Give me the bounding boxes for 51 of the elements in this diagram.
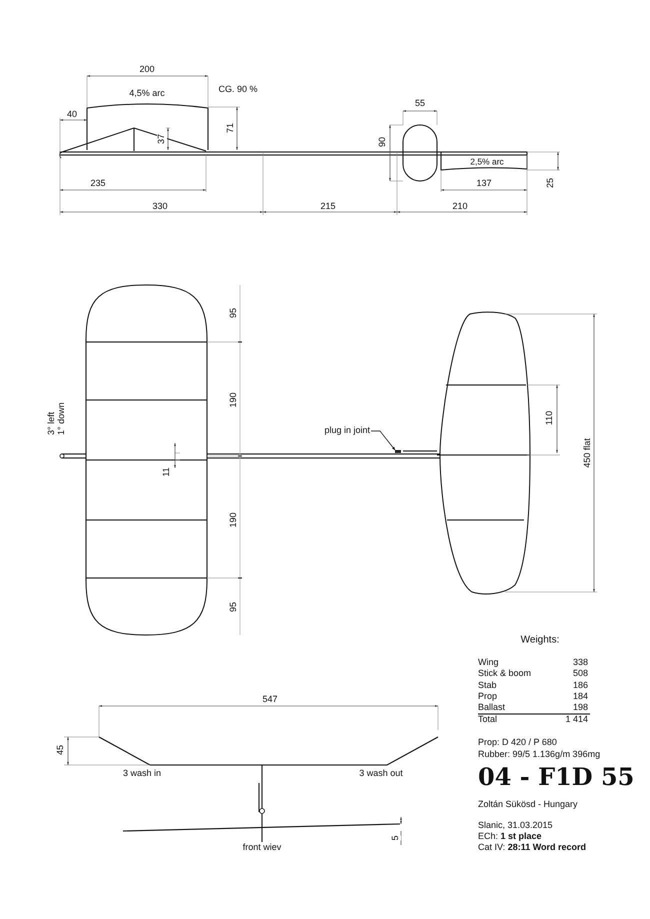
washout-note: 3 wash in (122, 769, 162, 779)
dimension-value: 5 (391, 836, 401, 840)
table-cell: Stick & boom (478, 669, 532, 679)
washout-note: 3 wash out (359, 769, 403, 779)
dimension-value: 547 (262, 695, 278, 705)
joint-part (395, 450, 401, 453)
table-cell: 186 (572, 681, 588, 691)
spec-note: Rubber: 99/5 1.136g/m 396mg (478, 750, 600, 760)
result-note: Cat IV: 28:11 Word record (478, 843, 586, 853)
date-note: Slanic, 31.03.2015 (478, 821, 553, 831)
table-cell: Stab (478, 681, 497, 691)
spec-note: Prop: D 420 / P 680 (478, 738, 557, 748)
dimension-value: 190 (229, 392, 239, 408)
profile-note: 2,5% arc (470, 157, 504, 167)
table-heading: Weights: (520, 634, 560, 646)
dimension-value: 71 (226, 123, 236, 133)
incidence-note: 3° left 1° down (47, 401, 67, 435)
author-note: Zoltán Sükösd - Hungary (478, 800, 578, 810)
dimension-value: 55 (415, 99, 425, 109)
dimension-value: 330 (152, 202, 168, 212)
dimension-value: 90 (378, 137, 388, 147)
table-cell: Wing (478, 658, 499, 668)
dimension-value: 137 (476, 179, 492, 189)
dimension-value: 37 (157, 134, 167, 144)
callout-text: plug in joint (324, 426, 370, 436)
dimension-value: 110 (545, 410, 555, 426)
dimension-value: 25 (546, 178, 556, 188)
dimension-value: 190 (229, 512, 239, 528)
table-cell: 184 (572, 692, 588, 702)
model-title: 04 - F1D 55 (478, 764, 634, 790)
profile-note: 4,5% arc (129, 89, 165, 99)
table-cell: Total (478, 715, 498, 725)
dimension-value: 95 (229, 308, 239, 318)
result-note: ECh: 1 st place (478, 832, 542, 842)
table-cell: Prop (478, 692, 498, 702)
table-cell: 508 (572, 669, 588, 679)
dimension-value: 210 (452, 202, 468, 212)
dimension-value: 450 flat (583, 438, 593, 468)
dimension-value: 200 (139, 65, 155, 75)
table-cell: 338 (572, 658, 588, 668)
dimension-value: 95 (229, 602, 239, 612)
dimension-value: 215 (320, 202, 336, 212)
view-caption: front wiev (242, 843, 282, 853)
table-cell: 198 (572, 703, 588, 713)
leader-line (370, 430, 396, 450)
table-cell: 1 414 (565, 715, 588, 725)
dimension-value: 45 (56, 745, 66, 755)
cg-note: CG. 90 % (218, 85, 258, 95)
table-cell: Ballast (478, 703, 506, 713)
dimension-value: 235 (90, 179, 106, 189)
dimension-value: 40 (67, 110, 77, 120)
